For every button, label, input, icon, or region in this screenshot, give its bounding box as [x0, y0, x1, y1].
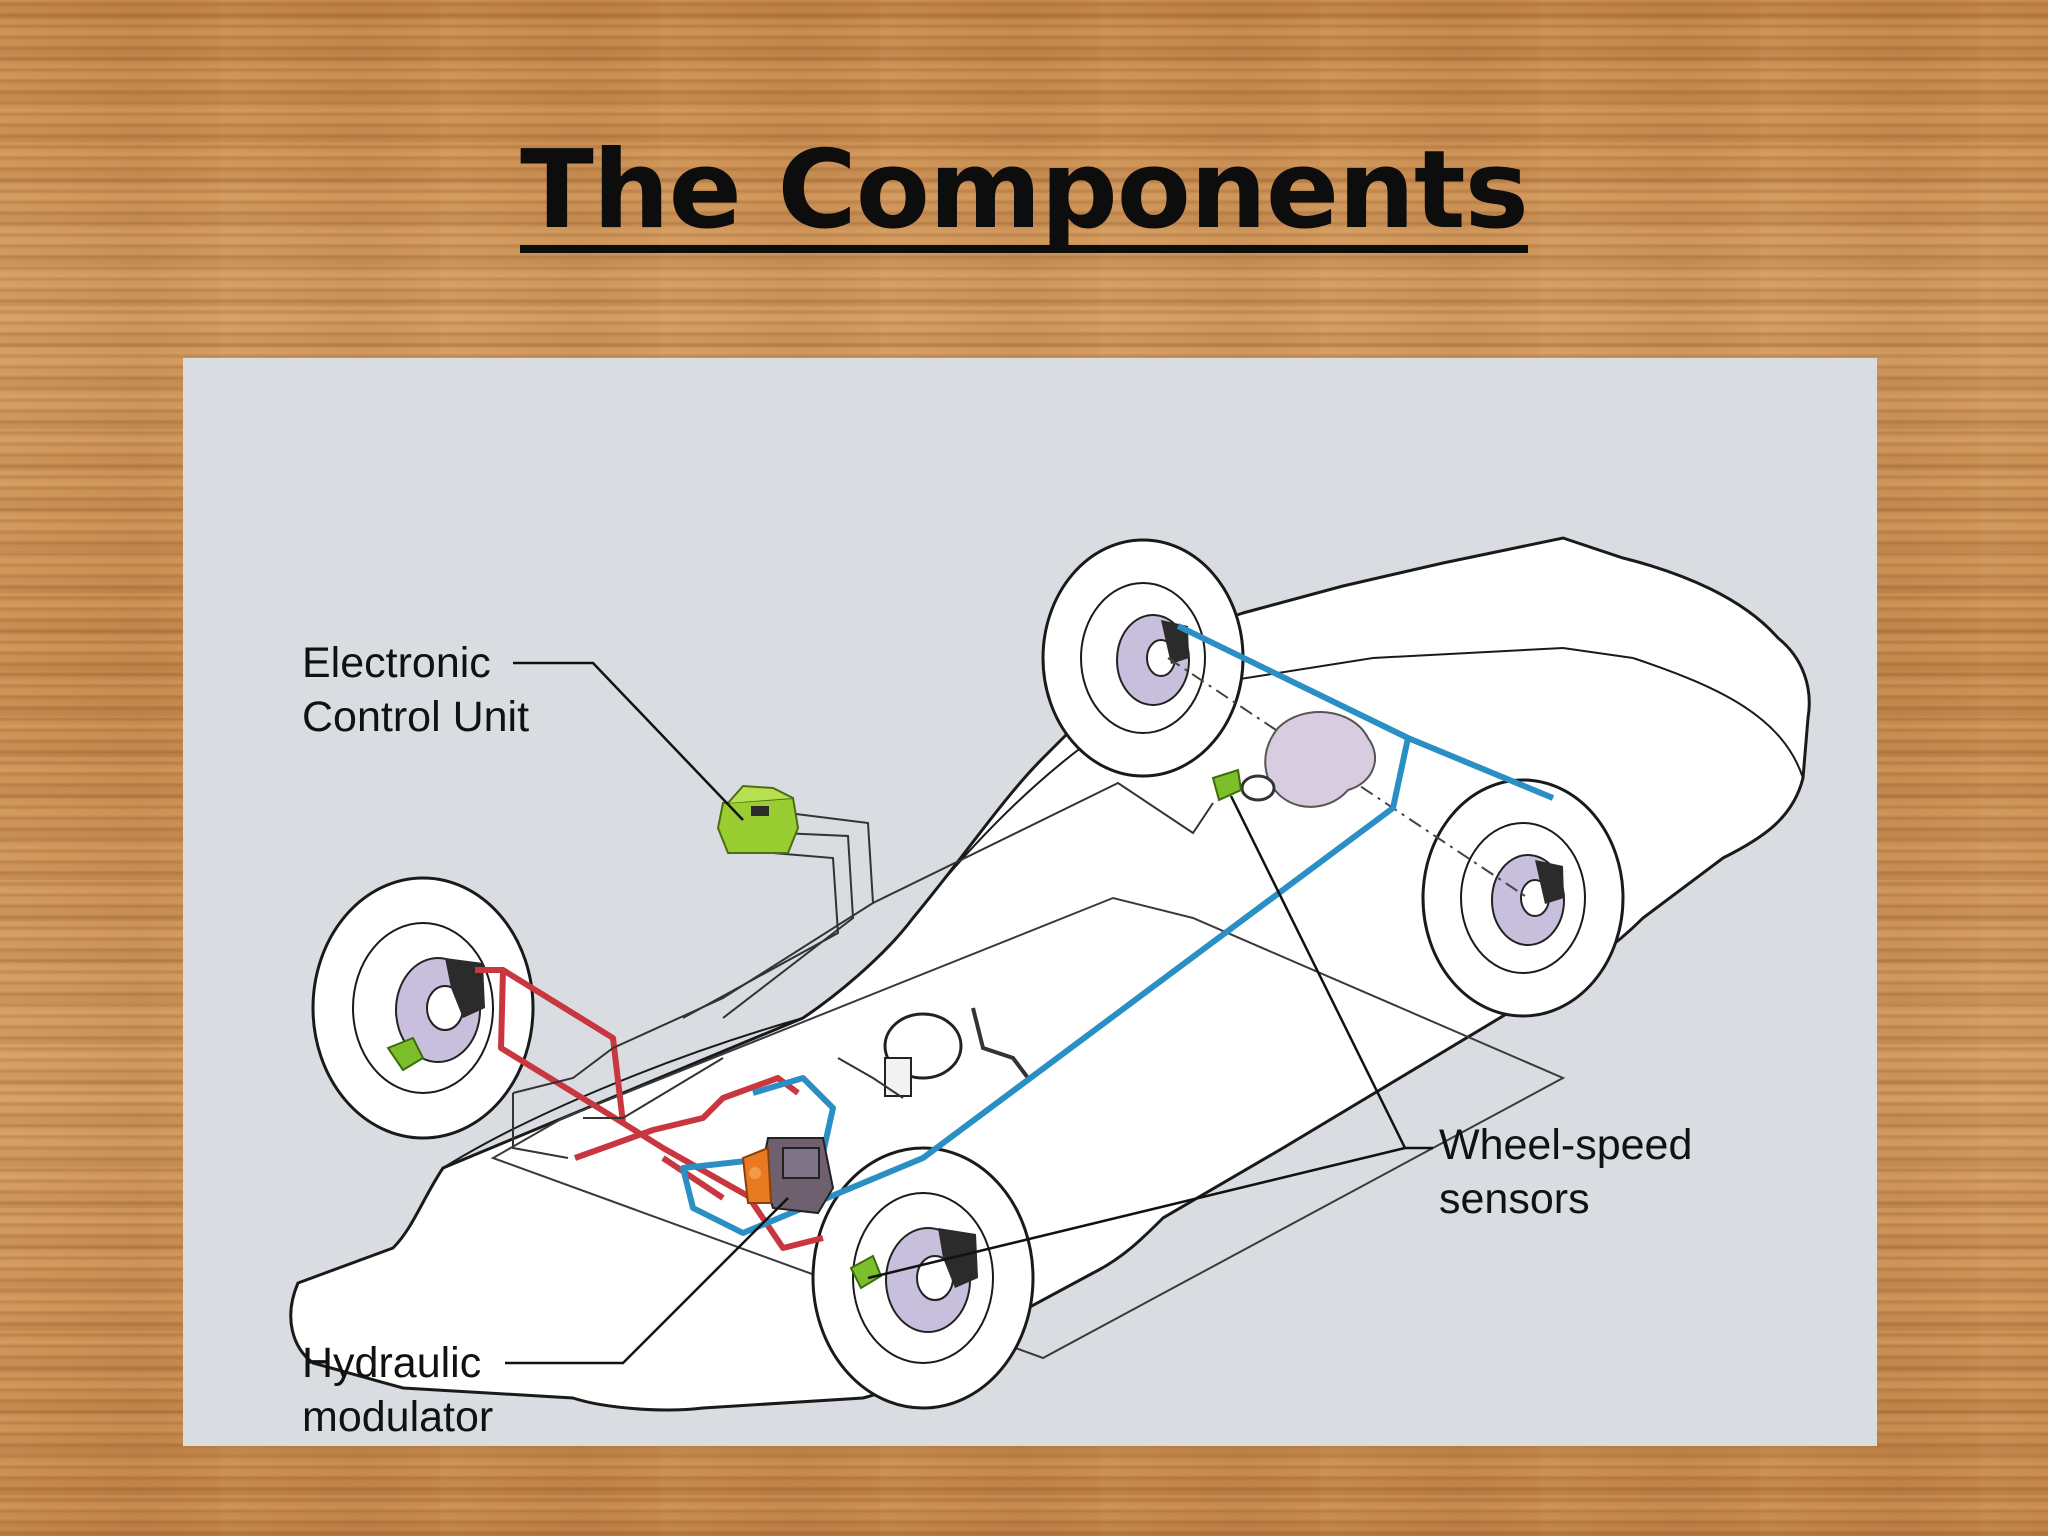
- sensor-wires: [512, 781, 1214, 1159]
- label-hydraulic-line1: Hydraulic: [302, 1339, 482, 1387]
- car-rear-line: [1632, 657, 1804, 779]
- caliper-rear-right: [1535, 860, 1564, 904]
- wheel-front-right: [811, 1146, 1035, 1410]
- ecu-unit: [716, 784, 800, 854]
- wheel-rear-right: [1421, 778, 1625, 1018]
- abs-diagram: Electronic Control Unit Hydraulic modula…: [183, 358, 1877, 1446]
- label-hydraulic-line2: modulator: [302, 1393, 494, 1441]
- slide-title-text: The Components: [520, 128, 1529, 253]
- leader-wheel-speed-2: [867, 1146, 1406, 1280]
- leader-hydraulic: [505, 1197, 789, 1365]
- chassis-frame: [490, 896, 1566, 1360]
- slide-title: The Components: [0, 128, 2048, 253]
- caliper-front-right: [938, 1228, 978, 1288]
- leader-ecu: [513, 661, 744, 821]
- wheel-speed-sensor-front-left: [386, 1036, 425, 1072]
- wheel-rear-left: [1041, 538, 1245, 778]
- car-illustration: [289, 536, 1811, 1412]
- leader-lines: [505, 661, 1433, 1365]
- label-wheel-speed-line1: Wheel-speed: [1439, 1121, 1693, 1169]
- label-ecu-line2: Control Unit: [302, 693, 530, 741]
- brake-pedal: [971, 1007, 1030, 1080]
- front-brake-lines: [475, 967, 824, 1251]
- label-ecu-line1: Electronic: [302, 639, 491, 687]
- wheel-front-left: [311, 876, 535, 1140]
- label-hydraulic-modulator: Hydraulic modulator: [302, 1336, 493, 1444]
- wheel-speed-sensor-rear: [1211, 768, 1243, 802]
- label-electronic-control-unit: Electronic Control Unit: [302, 636, 529, 744]
- label-wheel-speed-sensors: Wheel-speed sensors: [1439, 1118, 1692, 1226]
- master-cylinder: [884, 1057, 912, 1097]
- label-wheel-speed-line2: sensors: [1439, 1175, 1590, 1223]
- hydraulic-modulator-unit: [741, 1137, 835, 1215]
- car-hood-line: [442, 1017, 804, 1169]
